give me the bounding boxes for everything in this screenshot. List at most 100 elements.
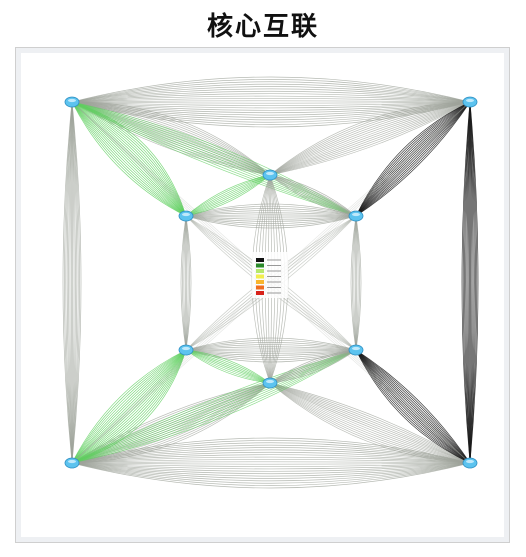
node-inner-left-lower[interactable] xyxy=(178,344,194,356)
bundle-br-inner-line xyxy=(355,349,471,464)
bundle-br-core-line xyxy=(269,382,471,464)
bundle-irl-core-line xyxy=(269,349,357,384)
bundle-top-line xyxy=(71,88,471,103)
bundle-top-line xyxy=(71,90,471,103)
bundle-tl-inner-line xyxy=(71,101,187,217)
bundle-left-line xyxy=(64,101,73,464)
bundle-tl-inner-line xyxy=(71,101,187,217)
bundle-left-line xyxy=(71,101,75,464)
bundle-iru-core-line xyxy=(269,174,357,217)
bundle-inner-right-line xyxy=(350,215,357,351)
bundle-inner-right-line xyxy=(354,215,357,351)
bundle-br-core xyxy=(269,382,471,464)
bundle-br-inner-line xyxy=(355,349,471,464)
bundle-br-inner-line xyxy=(355,349,471,464)
bundle-irl-core-line xyxy=(269,349,357,384)
bundle-bl-inner-line xyxy=(71,349,187,464)
bundle-br-inner-line xyxy=(355,349,471,464)
bundle-irl-core-line xyxy=(269,349,357,384)
bundle-tr-core-line xyxy=(269,101,471,176)
node-inner-right-upper[interactable] xyxy=(348,210,364,222)
bundle-top-line xyxy=(71,101,471,125)
bundle-tr-inner-line xyxy=(355,101,471,217)
bundle-top-line xyxy=(71,100,471,103)
bundle-tr-inner-line xyxy=(355,101,471,217)
bundle-bottom-line xyxy=(71,462,471,467)
bundle-left-line xyxy=(71,101,79,464)
bundle-tl-core-line xyxy=(71,101,271,176)
bundle-tl-inner-line xyxy=(71,101,187,217)
bundle-bl-inner-line xyxy=(71,349,187,464)
bundle-top-line xyxy=(71,81,471,103)
legend-entry-text xyxy=(267,292,281,294)
bundle-br-inner-line xyxy=(355,349,471,464)
bundle-tr-core-line xyxy=(269,101,471,176)
bundle-bl-inner-line xyxy=(71,349,187,464)
bundle-top-line xyxy=(71,101,471,106)
bundle-br-inner-line xyxy=(355,349,471,464)
node-outer-bottom-left[interactable] xyxy=(64,457,80,469)
bundle-tr-inner-line xyxy=(355,101,471,217)
legend-entry-text xyxy=(267,281,281,283)
bundle-bottom-line xyxy=(71,461,471,464)
bundle-top-line xyxy=(71,93,471,103)
bundle-right-line xyxy=(469,101,478,464)
bundle-ill-core-line xyxy=(185,349,271,384)
node-core-bottom[interactable] xyxy=(262,377,278,389)
bundle-irl-core-line xyxy=(269,349,357,384)
router-icon-highlight xyxy=(352,212,360,217)
bundle-right-line xyxy=(469,101,479,464)
bundle-bl-inner-right-line xyxy=(71,349,357,464)
bundle-bottom-line xyxy=(71,459,471,464)
node-core-top[interactable] xyxy=(262,169,278,181)
bundle-ill-core-line xyxy=(185,349,271,384)
bundle-ilu-core-line xyxy=(185,174,271,217)
bundle-tl-inner-right-line xyxy=(71,101,357,217)
bundle-tr-core-line xyxy=(269,101,471,176)
bundle-inner-right-line xyxy=(355,215,362,351)
bundle-bottom-line xyxy=(71,454,471,464)
bundle-bl-inner xyxy=(71,349,187,464)
bundle-bottom-line xyxy=(71,462,471,484)
bundle-tr-inner-line xyxy=(355,101,471,217)
node-inner-right-lower[interactable] xyxy=(348,344,364,356)
bundle-tr-core-line xyxy=(269,101,471,176)
bundle-tl-core-line xyxy=(71,101,271,176)
bundle-tl-inner-right xyxy=(71,101,357,217)
bundle-bottom-line xyxy=(71,462,471,472)
router-icon-highlight xyxy=(182,346,190,351)
bundle-tl-inner-line xyxy=(71,101,187,217)
bundle-ilu-core-line xyxy=(185,174,271,217)
bundle-inner-right xyxy=(350,215,362,351)
bundle-left-line xyxy=(62,101,73,464)
bundle-right-line xyxy=(469,101,471,464)
bundle-bottom-line xyxy=(71,462,471,477)
node-outer-bottom-right[interactable] xyxy=(462,457,478,469)
router-icon-highlight xyxy=(352,346,360,351)
bundle-tl-inner-line xyxy=(71,101,187,217)
node-outer-top-left[interactable] xyxy=(64,96,80,108)
bundle-tl-inner-line xyxy=(71,101,187,217)
bundle-left xyxy=(62,101,82,464)
bundle-br-core-line xyxy=(269,382,471,464)
bundle-left-line xyxy=(71,101,78,464)
bundle-bottom-line xyxy=(71,462,471,486)
node-inner-left-upper[interactable] xyxy=(178,210,194,222)
bundle-inner-left-line xyxy=(182,215,187,351)
bundle-tl-inner-right-line xyxy=(71,101,357,217)
bundle-tr-core-line xyxy=(269,101,471,176)
bundle-tr-core-line xyxy=(269,101,471,176)
bundle-bottom-line xyxy=(71,462,471,470)
bundle-bl-inner-line xyxy=(71,349,187,464)
bundle-irl-core-line xyxy=(269,349,357,384)
bundle-top-line xyxy=(71,101,471,116)
node-outer-top-right[interactable] xyxy=(462,96,478,108)
bundle-br-inner xyxy=(355,349,471,464)
bundle-ill-core-line xyxy=(185,349,271,384)
bundle-top-line xyxy=(71,101,471,109)
legend-swatch xyxy=(256,285,264,290)
bundle-top-line xyxy=(71,101,471,123)
bundle-br-inner-line xyxy=(355,349,471,464)
bundle-left-line xyxy=(66,101,73,464)
bundle-left-line xyxy=(65,101,73,464)
